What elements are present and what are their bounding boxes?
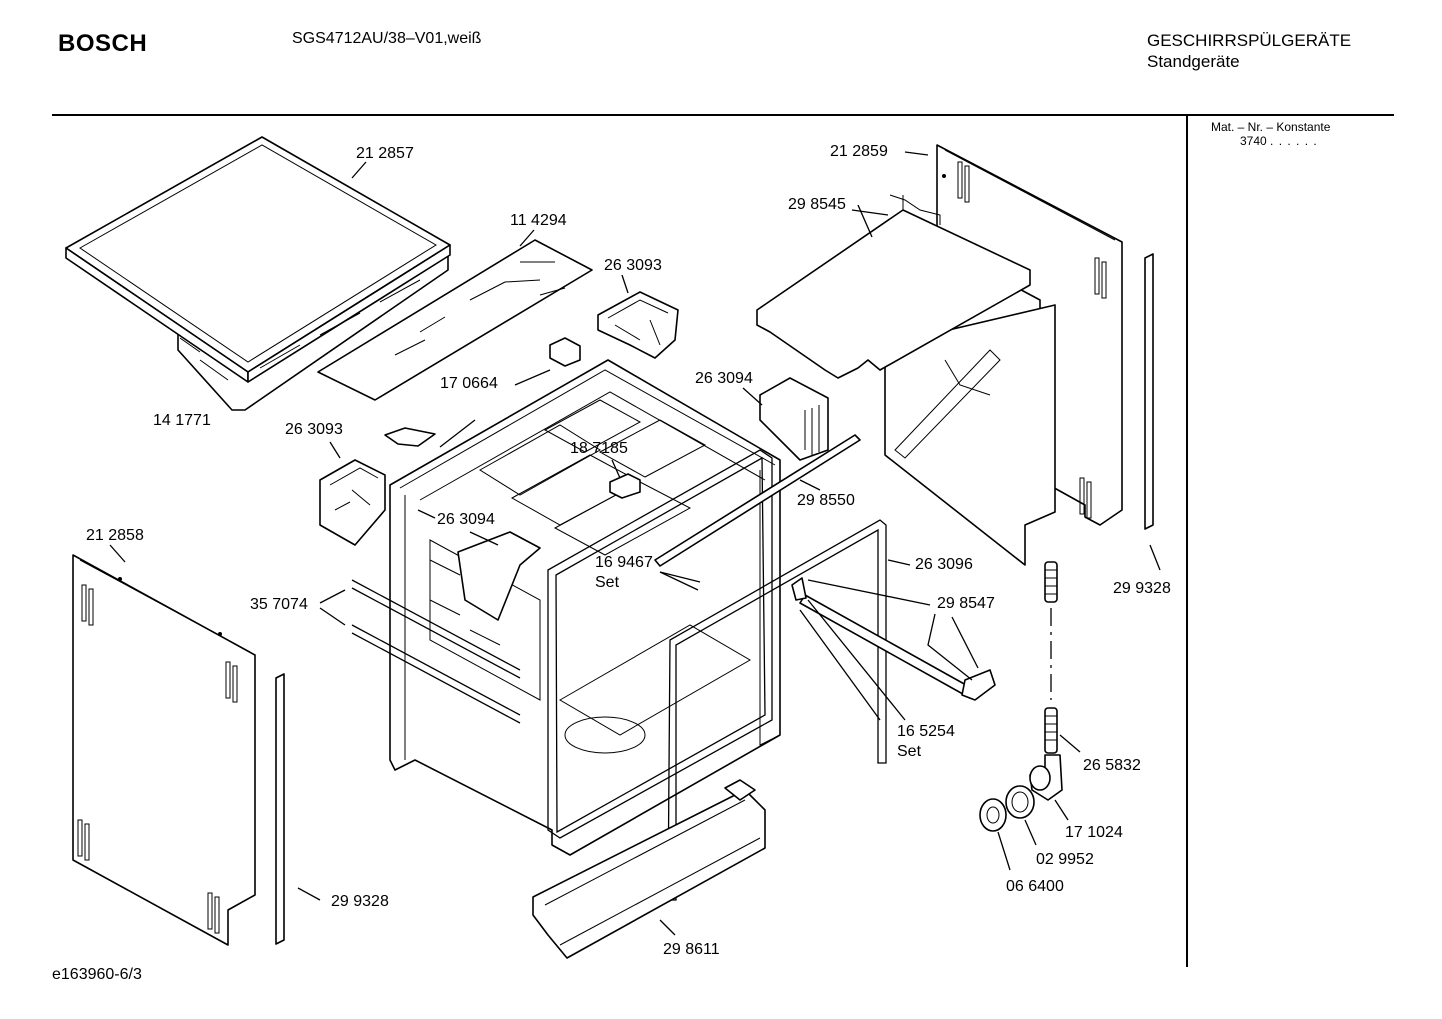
part-label: 26 3094 [695,370,753,387]
base-panel [532,779,766,959]
door-seal [547,449,773,839]
strip-29-8550 [654,434,861,567]
part-label: 02 9952 [1036,851,1094,868]
category-line-1: GESCHIRRSPÜLGERÄTE [1147,31,1352,50]
part-label: 16 5254 [897,723,955,740]
material-number-dots: . . . . . . [1270,134,1318,148]
document-id: e163960-6/3 [52,966,142,983]
category-title: GESCHIRRSPÜLGERÄTE Standgeräte [1147,30,1351,72]
rails-35-7074 [351,579,521,724]
category-line-2: Standgeräte [1147,52,1240,71]
hinge-parts [384,337,581,447]
part-label: 21 2858 [86,527,144,544]
elbow-connector [1029,754,1063,801]
part-label: 29 8611 [663,941,720,958]
edge-strip-right [1144,253,1154,530]
top-plate [756,194,1031,379]
leader-lines [109,151,1161,936]
material-number-panel: Mat. – Nr. – Konstante 3740 . . . . . . [1211,120,1330,148]
part-note: Set [595,574,620,591]
part-label: 21 2859 [830,143,888,160]
part-label: 26 3093 [285,421,343,438]
tub-body [389,359,781,856]
part-labels: 21 2857 11 4294 26 3093 17 0664 14 1771 … [86,143,1171,958]
bracket-26-3094-right [759,377,829,461]
part-label: 16 9467 [595,554,653,571]
hose-lower [1044,707,1058,754]
part-label: 26 5832 [1083,757,1141,774]
part-label: 26 3093 [604,257,662,274]
edge-strip-left [275,673,285,945]
part-label: 06 6400 [1006,878,1064,895]
part-label: 17 1024 [1065,824,1123,841]
part-label: 26 3096 [915,556,973,573]
part-label: 29 8547 [937,595,995,612]
part-label: 29 8550 [797,492,855,509]
seal-06-6400 [979,798,1007,832]
insulation-mat [317,239,593,401]
material-number-value: 3740 [1240,134,1267,148]
nut-02-9952 [1005,785,1035,819]
brand-logo: BOSCH [58,30,148,57]
material-number-label: Mat. – Nr. – Konstante [1211,120,1331,134]
part-label: 26 3094 [437,511,495,528]
part-label: 35 7074 [250,596,308,613]
part-label: 11 4294 [510,212,567,229]
part-label: 21 2857 [356,145,414,162]
part-label: 29 9328 [1113,580,1171,597]
worktop-cover [65,136,451,411]
bracket-26-3094-center [457,531,541,621]
header-divider [52,114,1394,116]
sidebar-divider [1186,115,1188,967]
part-label: 29 9328 [331,893,389,910]
hose-upper [1044,561,1058,603]
part-label: 14 1771 [153,412,211,429]
model-number: SGS4712AU/38–V01,weiß [292,30,482,47]
side-panel-left [72,554,256,946]
part-note: Set [897,743,922,760]
bracket-right-upper [597,291,679,359]
rail-set [791,577,996,701]
part-label: 18 7185 [570,440,628,457]
part-label: 17 0664 [440,375,498,392]
rear-panel [884,304,1056,566]
bracket-left [319,459,386,546]
clip-18-7185 [609,473,641,499]
part-label: 29 8545 [788,196,846,213]
